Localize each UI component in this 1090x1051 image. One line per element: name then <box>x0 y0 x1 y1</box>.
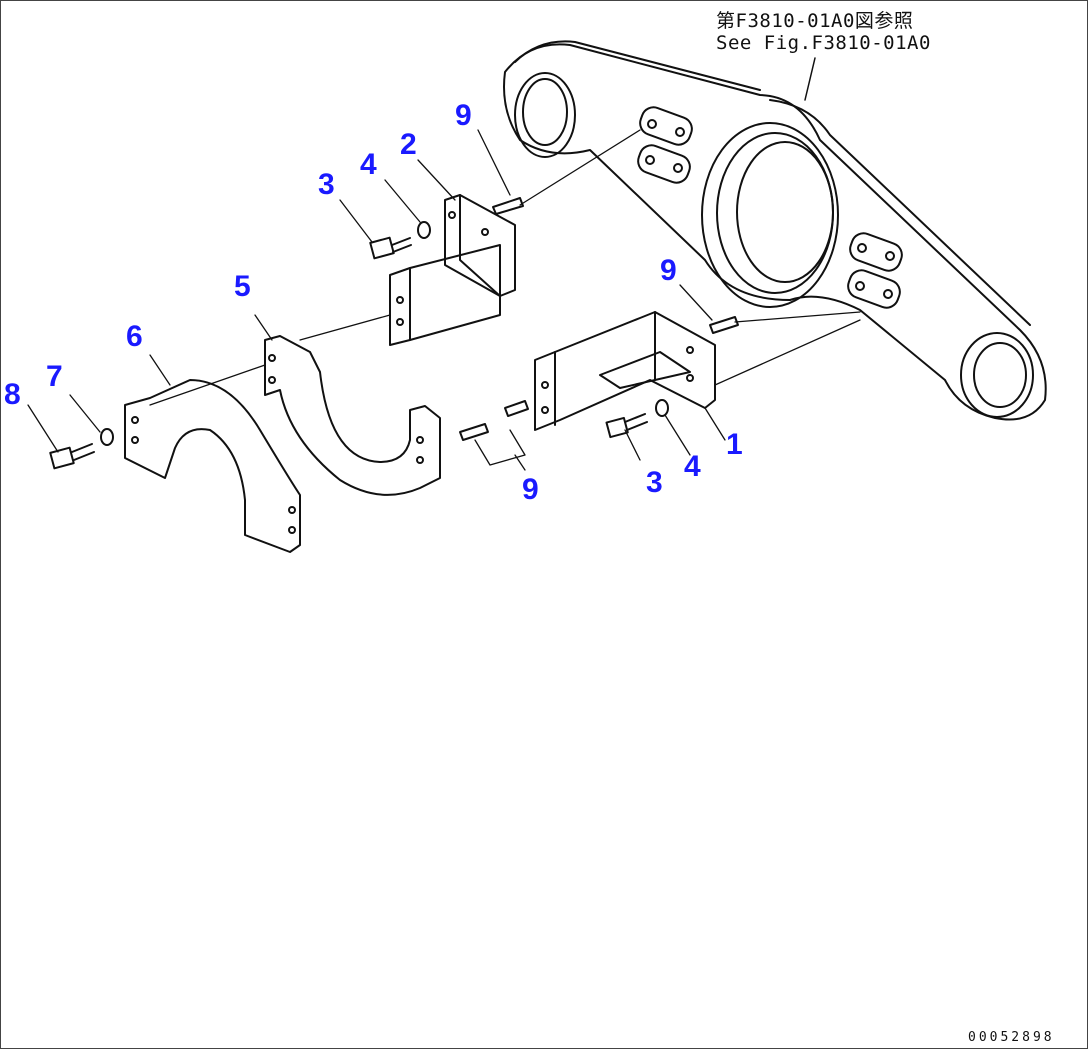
support-part-2 <box>389 194 516 346</box>
support-part-1 <box>534 311 716 431</box>
leader-lines <box>27 129 861 471</box>
callout-2: 2 <box>400 128 417 161</box>
fasteners <box>49 197 739 470</box>
drawing-number: 00052898 <box>968 1030 1055 1045</box>
callout-1: 1 <box>726 428 743 461</box>
callout-9-bottom: 9 <box>522 473 539 506</box>
equalizer-bar <box>503 40 1047 421</box>
reference-note-jp: 第F3810-01A0図参照 <box>716 10 914 32</box>
callout-7: 7 <box>46 360 63 393</box>
callout-4-bottom: 4 <box>684 450 701 483</box>
callout-4-top: 4 <box>360 148 377 181</box>
callout-3-top: 3 <box>318 168 335 201</box>
callout-6: 6 <box>126 320 143 353</box>
reference-note-en: See Fig.F3810-01A0 <box>716 32 931 54</box>
callout-9-top: 9 <box>455 99 472 132</box>
callout-8: 8 <box>4 378 21 411</box>
callout-9-right: 9 <box>660 254 677 287</box>
cap-part-6 <box>124 379 301 553</box>
cap-part-5 <box>264 335 441 496</box>
callout-3-bottom: 3 <box>646 466 663 499</box>
callout-5: 5 <box>234 270 251 303</box>
